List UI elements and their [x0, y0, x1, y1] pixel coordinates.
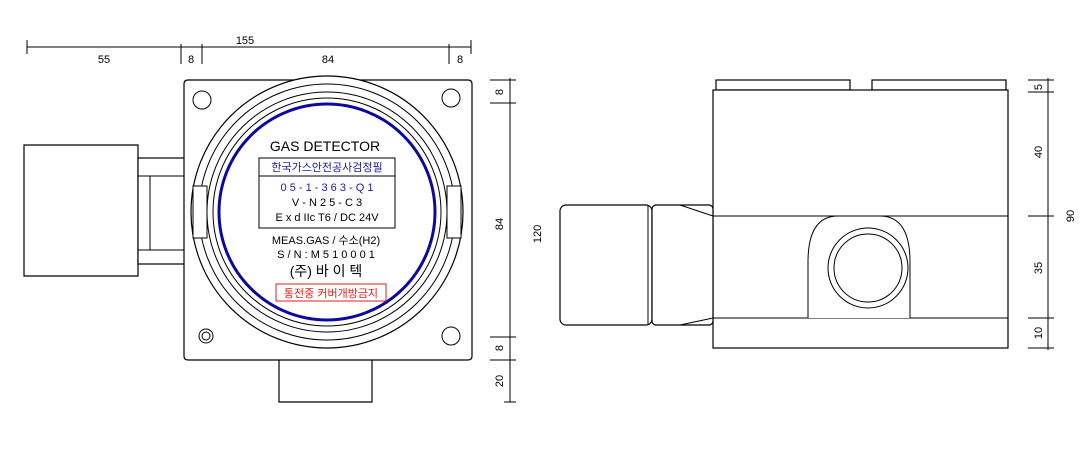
top-tab-left: [715, 79, 851, 91]
dim-left-part: 55: [98, 54, 110, 66]
side-connector-edge: [679, 317, 714, 326]
dim-overall-width: 155: [236, 35, 254, 47]
side-boss: [807, 215, 911, 318]
mount-hole-top-right: [441, 88, 461, 108]
label-warning: 통전중 커버개방금지: [284, 287, 378, 300]
label-meas-gas: MEAS.GAS / 수소(H2): [272, 234, 380, 247]
label-cert-number: 0 5 - 1 - 3 6 3 - Q 1: [281, 182, 374, 194]
vdim-overall: 120: [532, 225, 544, 243]
vdim-body: 84: [494, 218, 506, 230]
label-cert-header: 한국가스안전공사검정필: [271, 161, 382, 174]
side-vdim-upper: 40: [1033, 146, 1045, 158]
side-connector-cap: [559, 204, 653, 326]
side-vdim-lower: 35: [1033, 262, 1045, 274]
warning-box: [275, 283, 387, 302]
cover: [190, 75, 464, 349]
dim-body-width: 84: [322, 54, 334, 66]
side-vdim-overall: 90: [1065, 210, 1077, 222]
side-vertical-dimensions: 5 40 90 35 10: [1028, 78, 1077, 350]
side-connector-body: [651, 204, 714, 326]
front-view: 155 55 8 84 8: [23, 35, 544, 403]
vdim-stem: 20: [494, 375, 506, 387]
cover-ring-4: [212, 97, 442, 327]
ground-screw: [198, 328, 214, 344]
mount-hole-top-left: [192, 90, 212, 110]
side-view: 5 40 90 35 10: [559, 78, 1077, 350]
connector-ring: [137, 175, 151, 251]
side-vdim-base: 10: [1033, 327, 1045, 339]
label-serial: S / N : M 5 1 0 0 0 1: [277, 249, 375, 261]
cover-lug-right: [446, 185, 462, 239]
side-connector-edge: [679, 204, 714, 217]
label-title: GAS DETECTOR: [270, 138, 380, 154]
cover-outer-ring: [190, 75, 464, 349]
top-tab-right: [871, 79, 1007, 91]
vdim-top: 8: [494, 89, 506, 95]
side-boss-outer: [827, 227, 909, 309]
front-vertical-dimensions: 8 84 120 8 20: [490, 78, 544, 403]
mount-hole-bottom-right: [441, 326, 461, 346]
window-ring: [217, 102, 437, 322]
cover-lug-left: [192, 185, 208, 239]
vdim-bottom: 8: [494, 345, 506, 351]
top-dimensions: 155 55 8 84 8: [26, 35, 472, 66]
label-rating: E x d IIc T6 / DC 24V: [275, 212, 379, 224]
dim-gap-left: 8: [188, 54, 194, 66]
connector-cap: [23, 144, 139, 277]
nameplate: GAS DETECTOR 한국가스안전공사검정필 0 5 - 1 - 3 6 3…: [258, 138, 396, 302]
cert-box: [258, 157, 396, 229]
side-vdim-top: 5: [1033, 84, 1045, 90]
left-connector: [23, 144, 197, 277]
ground-screw-inner: [201, 331, 211, 341]
side-boss-inner: [833, 233, 903, 303]
label-maker: (주) 바 이 텍: [290, 263, 363, 279]
label-model: V - N 2 5 - C 3: [292, 197, 362, 209]
dim-gap-right: 8: [457, 54, 463, 66]
